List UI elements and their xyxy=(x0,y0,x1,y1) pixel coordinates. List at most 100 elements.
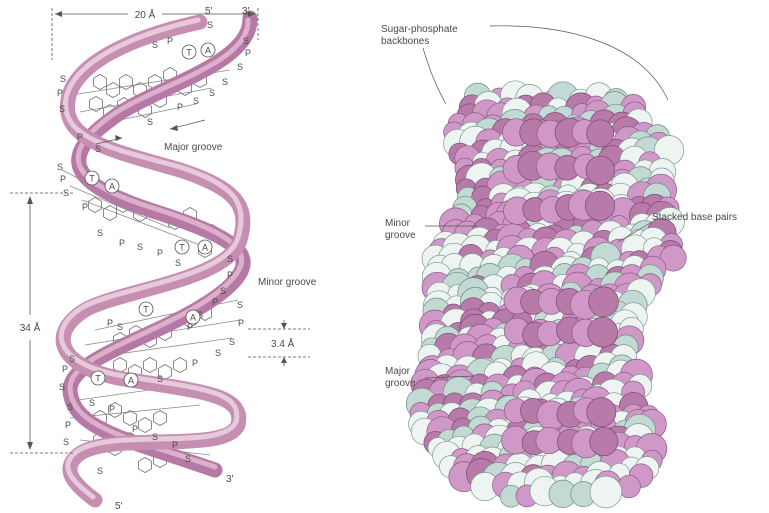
phosphate-letter: P xyxy=(119,238,125,248)
sugar-letter: S xyxy=(215,348,221,358)
sugar-letter: S xyxy=(152,432,158,442)
sugar-letter: S xyxy=(67,402,73,412)
svg-text:A: A xyxy=(202,243,208,253)
phosphate-letter: P xyxy=(227,270,233,280)
top-left-end-label: 5′ xyxy=(205,6,213,17)
svg-text:A: A xyxy=(190,313,196,323)
schematic-helix: SPSSPSSSSPSSPSPSSPSPSPSPSSPSPSPSPSSPSSPS… xyxy=(10,6,317,512)
sugar-letter: S xyxy=(185,454,191,464)
phosphate-letter: P xyxy=(77,132,83,142)
major-groove-label-line1: Major xyxy=(385,366,411,377)
sugar-letter: S xyxy=(220,286,226,296)
phosphate-letter: P xyxy=(62,364,68,374)
base-ring xyxy=(144,358,157,373)
phosphate-letter: P xyxy=(212,297,218,307)
phosphate-letter: P xyxy=(192,358,198,368)
minor-groove-label-left: Minor groove xyxy=(258,277,317,288)
sugar-letter: S xyxy=(89,398,95,408)
phosphate-letter: P xyxy=(167,36,173,46)
svg-text:T: T xyxy=(179,243,185,253)
phosphate-letter: P xyxy=(238,318,244,328)
base-ring xyxy=(174,358,187,373)
phosphate-letter: P xyxy=(65,420,71,430)
svg-text:A: A xyxy=(205,46,211,56)
atom-sphere xyxy=(590,476,622,508)
thymine-circle: T xyxy=(182,45,196,59)
adenine-circle: A xyxy=(124,373,138,387)
sugar-letter: S xyxy=(147,117,153,127)
major-groove-label-line2: groove xyxy=(385,378,416,389)
bottom-right-end-label: 3′ xyxy=(226,474,234,485)
backbone-leader-left xyxy=(423,48,446,104)
major-groove-label-left: Major groove xyxy=(164,142,223,153)
base-pair-sphere xyxy=(585,191,614,220)
sugar-letter: S xyxy=(69,354,75,364)
width-label: 20 Å xyxy=(135,8,156,21)
sugar-letter: S xyxy=(222,77,228,87)
base-ring xyxy=(139,418,152,433)
base-pair-sphere xyxy=(587,398,616,427)
sugar-letter: S xyxy=(157,374,163,384)
adenine-circle: A xyxy=(201,43,215,57)
adenine-circle: A xyxy=(198,240,212,254)
base-ring xyxy=(139,458,152,473)
backbone-label-line1: Sugar-phosphate xyxy=(381,24,458,35)
top-right-end-label: 3′ xyxy=(242,6,250,17)
base-ring xyxy=(120,75,133,90)
sugar-letter: S xyxy=(207,20,213,30)
sugar-letter: S xyxy=(57,162,63,172)
sugar-letter: S xyxy=(95,144,101,154)
adenine-circle: A xyxy=(105,179,119,193)
phosphate-letter: P xyxy=(172,440,178,450)
sugar-letter: S xyxy=(237,300,243,310)
sugar-letter: S xyxy=(59,382,65,392)
phosphate-letter: P xyxy=(157,248,163,258)
svg-text:A: A xyxy=(109,182,115,192)
sugar-letter: S xyxy=(175,258,181,268)
thymine-circle: T xyxy=(85,171,99,185)
sugar-letter: S xyxy=(63,437,69,447)
base-ring xyxy=(154,411,167,426)
rise-dimension: 3.4 Å xyxy=(248,320,310,366)
base-pair-sphere xyxy=(586,156,615,185)
sugar-letter: S xyxy=(137,242,143,252)
svg-text:T: T xyxy=(95,374,101,384)
phosphate-letter: P xyxy=(82,202,88,212)
sugar-letter: S xyxy=(60,74,66,84)
sugar-letter: S xyxy=(117,322,123,332)
phosphate-letter: P xyxy=(60,174,66,184)
thymine-circle: T xyxy=(175,240,189,254)
svg-text:T: T xyxy=(186,48,192,58)
base-ring xyxy=(107,83,120,98)
sugar-letter: S xyxy=(229,337,235,347)
minor-groove-label-line2: groove xyxy=(385,230,416,241)
stacked-base-pairs-label: Stacked base pairs xyxy=(652,212,737,223)
phosphate-letter: P xyxy=(109,404,115,414)
svg-text:T: T xyxy=(143,305,149,315)
base-pair-sphere xyxy=(588,317,618,347)
sugar-letter: S xyxy=(237,62,243,72)
phosphate-letter: P xyxy=(57,88,63,98)
svg-text:A: A xyxy=(128,376,134,386)
sugar-letter: S xyxy=(59,104,65,114)
sugar-letter: S xyxy=(97,466,103,476)
backbone-label-line2: backbones xyxy=(381,36,429,47)
minor-groove-label-line1: Minor xyxy=(385,218,411,229)
space-filling-model: Sugar-phosphate backbones Minor groove S… xyxy=(381,24,737,508)
pitch-label: 34 Å xyxy=(20,321,41,334)
atom-spheres xyxy=(406,81,686,508)
phosphate-letter: P xyxy=(132,424,138,434)
thymine-circle: T xyxy=(91,371,105,385)
rise-label: 3.4 Å xyxy=(271,337,295,350)
thymine-circle: T xyxy=(139,302,153,316)
phosphate-letter: P xyxy=(245,48,251,58)
bottom-left-end-label: 5′ xyxy=(115,501,123,512)
sugar-letter: S xyxy=(243,36,249,46)
phosphate-letter: P xyxy=(177,102,183,112)
base-ring xyxy=(104,206,117,221)
base-pair-sphere xyxy=(587,120,614,147)
svg-text:T: T xyxy=(89,174,95,184)
base-ring xyxy=(94,75,107,90)
phosphate-letter: P xyxy=(107,318,113,328)
